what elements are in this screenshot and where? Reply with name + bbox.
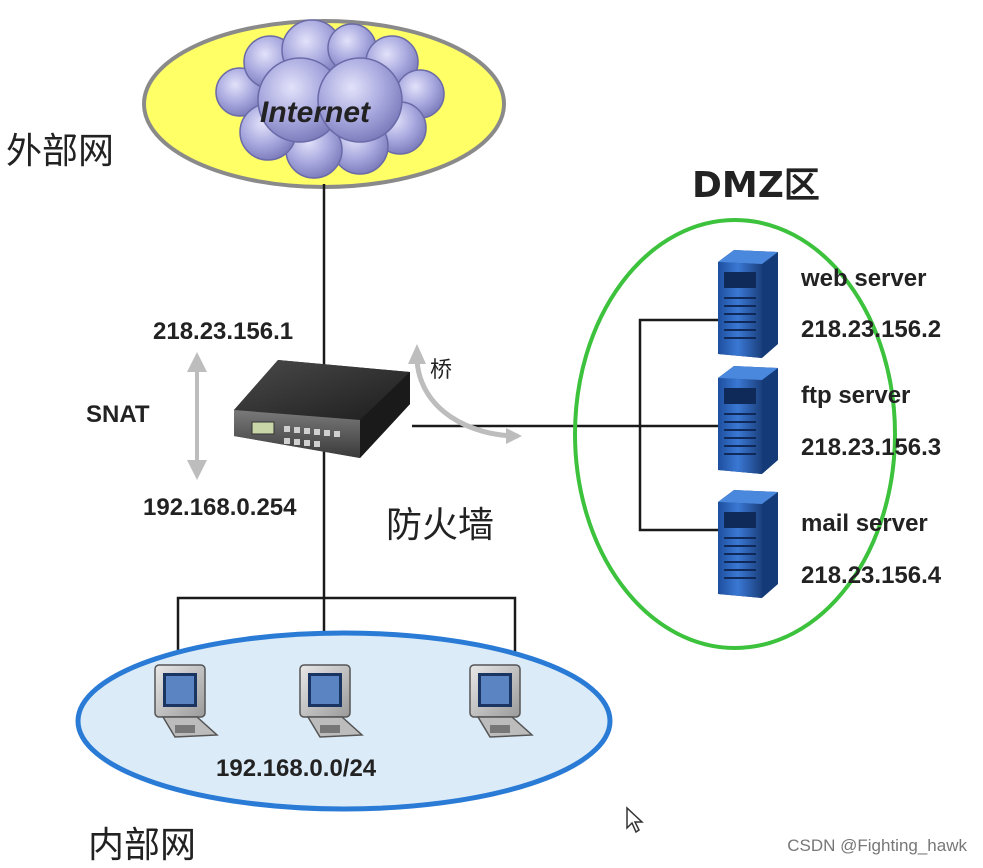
- mail-server-icon: [718, 490, 778, 598]
- external-ip-label: 218.23.156.1: [153, 318, 294, 345]
- ftp-server-icon: [718, 366, 778, 474]
- firewall-device-icon: [234, 360, 410, 458]
- mail-server-ip: 218.23.156.4: [801, 562, 942, 589]
- lan-bus: [176, 596, 517, 672]
- ftp-server-name: ftp server: [801, 382, 911, 409]
- subnet-label: 192.168.0.0/24: [216, 755, 377, 782]
- bridge-label: 桥: [430, 358, 453, 383]
- internet-zone: Internet: [142, 19, 506, 189]
- pc-icon-center: [299, 664, 364, 738]
- mail-server-name: mail server: [801, 510, 928, 537]
- outer-network-label: 外部网: [6, 131, 115, 172]
- watermark: CSDN @Fighting_hawk: [787, 836, 967, 855]
- web-server-ip: 218.23.156.2: [801, 316, 942, 343]
- pc-icon-right: [469, 664, 534, 738]
- dmz-zone-label: DMZ区: [692, 165, 820, 206]
- firewall-label: 防火墙: [386, 505, 495, 546]
- internal-ip-label: 192.168.0.254: [143, 494, 297, 521]
- web-server-name: web server: [801, 265, 927, 292]
- snat-double-arrow: [187, 352, 207, 480]
- pc-icon-left: [154, 664, 219, 738]
- mouse-cursor-icon: [626, 806, 644, 834]
- internet-label: Internet: [260, 96, 372, 129]
- cloud-icon: [215, 19, 445, 179]
- web-server-icon: [718, 250, 778, 358]
- dmz-ellipse: [573, 218, 897, 650]
- bridge-curved-arrow: [408, 344, 522, 444]
- ftp-server-ip: 218.23.156.3: [801, 434, 942, 461]
- snat-label: SNAT: [86, 401, 150, 428]
- inner-network-label: 内部网: [88, 825, 197, 866]
